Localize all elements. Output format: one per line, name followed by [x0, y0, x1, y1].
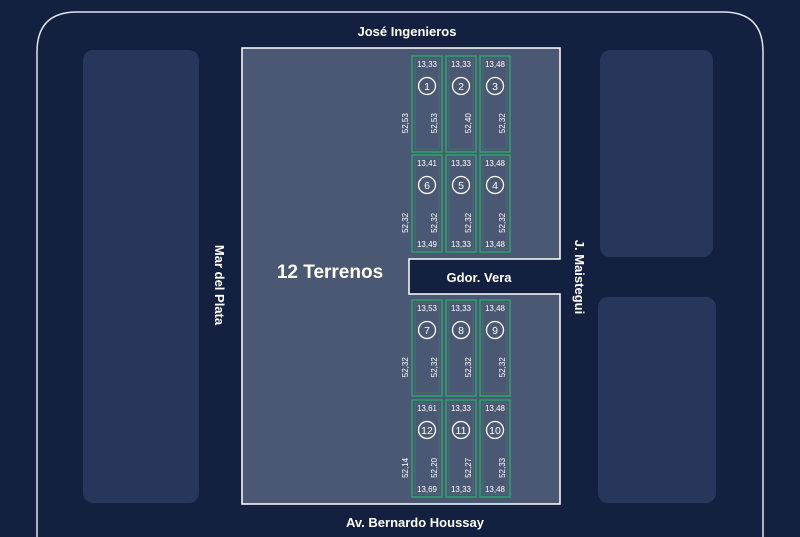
lot-frontage-bottom-label: 13,48	[485, 240, 506, 249]
street-label-left: Mar del Plata	[212, 245, 227, 326]
lot-frontage-top-label: 13,41	[417, 159, 438, 168]
lot-frontage-top-label: 13,33	[451, 60, 472, 69]
road-outline	[36, 11, 764, 537]
lot-depth-outer-label: 52,32	[401, 357, 410, 378]
lot-inner-outline	[414, 58, 440, 150]
lot-depth-label: 52,53	[430, 113, 439, 134]
lot-outline	[411, 154, 443, 253]
lot-outline	[479, 299, 511, 397]
lot-inner-outline	[448, 157, 474, 250]
lot-number-label: 6	[424, 180, 430, 192]
lot-depth-label: 52,27	[464, 457, 473, 478]
lot-depth-label: 52,40	[464, 113, 473, 134]
lot-outline	[445, 399, 477, 498]
lot-number-label: 3	[492, 81, 498, 93]
street-label-middle: Gdor. Vera	[446, 270, 512, 285]
lot-number-circle	[451, 320, 471, 340]
lot-inner-outline	[414, 157, 440, 250]
lot-number-circle	[417, 175, 437, 195]
lot-depth-label: 52,32	[464, 357, 473, 378]
lot-number-label: 12	[421, 425, 433, 437]
lot-outline	[479, 55, 511, 153]
lot-depth-label: 52,32	[430, 357, 439, 378]
lot-depth-label: 52,32	[464, 212, 473, 233]
lots-layer: 13,33 1 52,53 52,53 13,33 2 52,40 13,48 3 52,32 13…	[401, 55, 511, 498]
lot-number-circle	[417, 320, 437, 340]
lot-number-circle	[451, 76, 471, 96]
lot-inner-outline	[482, 402, 508, 495]
lot-number-label: 10	[489, 425, 501, 437]
lot-outline	[411, 55, 443, 153]
street-label-bottom: Av. Bernardo Houssay	[346, 515, 485, 530]
lot-depth-outer-label: 52,53	[401, 113, 410, 134]
lot-depth-outer-label: 52,14	[401, 457, 410, 478]
lot-depth-label: 52,32	[498, 357, 507, 378]
lot-number-circle	[451, 175, 471, 195]
lot-frontage-bottom-label: 13,69	[417, 485, 438, 494]
lot-number-circle	[451, 420, 471, 440]
lot-number-circle	[485, 76, 505, 96]
lot-frontage-bottom-label: 13,33	[451, 240, 472, 249]
lot-number-label: 4	[492, 180, 498, 192]
lot-number-label: 11	[456, 425, 467, 437]
lot-outline	[445, 299, 477, 397]
lot-number-circle	[485, 175, 505, 195]
neighbor-block-right-top	[600, 50, 713, 257]
lot-inner-outline	[482, 58, 508, 150]
lot-number-circle	[417, 420, 437, 440]
lot-number-circle	[485, 320, 505, 340]
lot-frontage-top-label: 13,48	[485, 60, 506, 69]
lot-depth-label: 52,33	[498, 457, 507, 478]
lot-inner-outline	[448, 58, 474, 150]
lot-number-label: 7	[424, 325, 430, 337]
lot-frontage-top-label: 13,53	[417, 304, 438, 313]
lot-depth-label: 52,32	[498, 212, 507, 233]
lot-inner-outline	[414, 302, 440, 394]
lot-outline	[479, 154, 511, 253]
lot-frontage-top-label: 13,48	[485, 304, 506, 313]
lot-inner-outline	[482, 302, 508, 394]
lot-number-label: 9	[492, 325, 498, 337]
lot-number-label: 1	[424, 81, 430, 93]
neighbor-block-right-bottom	[598, 297, 716, 503]
lot-inner-outline	[482, 157, 508, 250]
map-title: 12 Terrenos	[277, 262, 383, 283]
lot-number-circle	[485, 420, 505, 440]
lot-depth-label: 52,32	[430, 212, 439, 233]
lot-inner-outline	[414, 402, 440, 495]
lot-frontage-top-label: 13,33	[451, 304, 472, 313]
lot-inner-outline	[448, 302, 474, 394]
street-label-right: J. Maistegui	[572, 240, 587, 314]
lot-frontage-top-label: 13,33	[451, 404, 472, 413]
lot-frontage-top-label: 13,48	[485, 404, 506, 413]
lot-frontage-top-label: 13,61	[417, 404, 438, 413]
lot-outline	[445, 154, 477, 253]
lot-inner-outline	[448, 402, 474, 495]
lot-outline	[445, 55, 477, 153]
street-label-top: José Ingenieros	[358, 24, 457, 39]
lot-frontage-top-label: 13,48	[485, 159, 506, 168]
lot-number-label: 8	[458, 325, 464, 337]
lot-depth-label: 52,32	[498, 113, 507, 134]
lot-outline	[411, 399, 443, 498]
lot-number-label: 5	[458, 180, 464, 192]
lot-depth-outer-label: 52,32	[401, 212, 410, 233]
lot-outline	[411, 299, 443, 397]
lot-outline	[479, 399, 511, 498]
lot-frontage-bottom-label: 13,33	[451, 485, 472, 494]
lot-frontage-top-label: 13,33	[417, 60, 438, 69]
lot-number-circle	[417, 76, 437, 96]
lot-frontage-bottom-label: 13,48	[485, 485, 506, 494]
neighbor-block-left	[83, 50, 199, 503]
lot-frontage-top-label: 13,33	[451, 159, 472, 168]
lot-depth-label: 52,20	[430, 457, 439, 478]
lot-number-label: 2	[458, 81, 464, 93]
lot-frontage-bottom-label: 13,49	[417, 240, 438, 249]
